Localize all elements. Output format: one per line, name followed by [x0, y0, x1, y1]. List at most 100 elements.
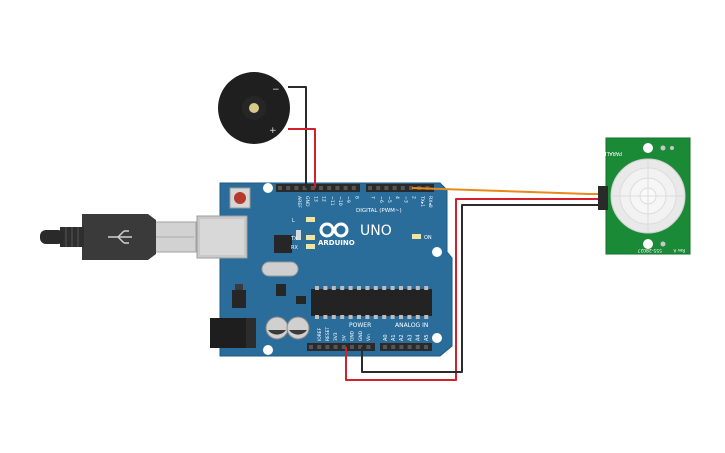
header-hole	[391, 345, 396, 349]
digital-pin-label: ~11	[329, 196, 335, 206]
chip-pin	[415, 315, 420, 319]
header-hole	[286, 186, 291, 190]
header-hole	[343, 186, 348, 190]
header-hole	[319, 186, 323, 190]
header-hole	[368, 186, 372, 190]
chip-pin	[357, 315, 361, 319]
digital-pin-label: ~3	[402, 196, 408, 203]
header-hole	[376, 186, 381, 190]
digital-pin-label: 2	[411, 196, 417, 199]
header-hole	[407, 345, 412, 349]
crystal-oscillator	[261, 261, 299, 277]
chip-pin	[390, 315, 395, 319]
wire-buzzer-pin13	[288, 128, 316, 188]
pir-header	[598, 186, 608, 210]
mounting-hole	[263, 183, 273, 193]
header-hole	[294, 186, 299, 190]
digital-pin-label: ~5	[386, 196, 392, 203]
header-hole	[392, 186, 397, 190]
capacitor	[265, 316, 289, 340]
chip-pin	[373, 286, 378, 290]
pir-sensor: PARALLAX PIR Sensor 555-28027 Rev A	[596, 137, 691, 260]
analog-pin-label: A3	[407, 334, 413, 341]
power-pin-label: 3V3	[333, 332, 339, 341]
chip-pin	[365, 286, 370, 290]
analog-pin-label: A0	[383, 334, 389, 341]
power-pin-label: 5V	[341, 335, 347, 341]
digital-pin-label: ~10	[337, 196, 343, 206]
chip-pin	[399, 315, 403, 319]
chip-pin	[323, 315, 328, 319]
digital-section-label: DIGITAL (PWM~)	[356, 208, 402, 214]
wire-buzzer-gnd	[288, 86, 307, 188]
digital-pin-label: RX◂0	[427, 196, 433, 208]
buzzer-minus-label: −	[272, 85, 280, 95]
digital-pin-label: ~9	[345, 196, 351, 203]
power-pin-label: RESET	[325, 327, 331, 341]
analog-pin-label: A1	[391, 334, 397, 341]
digital-pin-label: 8	[353, 196, 359, 199]
chip-pin	[373, 315, 378, 319]
chip-pin	[424, 315, 429, 319]
chip-pin	[340, 315, 345, 319]
atmega-chip	[311, 286, 432, 319]
analog-section-label: ANALOG IN	[395, 322, 428, 329]
chip-pin	[390, 286, 395, 290]
led-tx: TX	[290, 235, 315, 242]
header-hole	[333, 345, 338, 349]
chip-pin	[424, 286, 429, 290]
analog-pin-label: A2	[399, 334, 405, 341]
pir-rev: Rev A	[673, 248, 685, 253]
digital-pin-label: TX▸1	[419, 195, 425, 207]
pir-name: PIR Sensor	[664, 254, 688, 260]
buzzer-plus-label: +	[269, 126, 277, 136]
label-tx: TX	[290, 236, 298, 242]
chip-pin	[382, 286, 387, 290]
digital-pin-label: 4	[394, 196, 400, 199]
header-hole	[310, 186, 315, 190]
header-hole	[409, 186, 413, 190]
power-section-label: POWER	[349, 322, 371, 329]
header-hole	[400, 186, 405, 190]
header-hole	[325, 345, 330, 349]
header-hole	[309, 345, 313, 349]
chip-pin	[315, 315, 319, 319]
chip-pin	[415, 286, 420, 290]
power-pin-label: Vin	[366, 334, 372, 341]
led-rx: RX	[291, 244, 315, 251]
analog-pin-label: A5	[424, 334, 430, 341]
fresnel-lens	[610, 158, 686, 234]
header-hole	[399, 345, 404, 349]
power-pin-label: GND	[358, 330, 364, 341]
led-l: L	[292, 217, 315, 224]
label-l: L	[292, 218, 295, 224]
header-hole	[278, 186, 282, 190]
chip-pin	[340, 286, 345, 290]
chip-pin	[407, 315, 412, 319]
chip-pin	[323, 286, 328, 290]
header-hole	[358, 345, 363, 349]
piezo-buzzer: − +	[218, 72, 290, 144]
header-hole	[383, 345, 387, 349]
header-hole	[424, 345, 428, 349]
chip-pin	[348, 286, 353, 290]
usb-chip	[274, 235, 292, 253]
header-hole	[384, 186, 389, 190]
header-hole	[317, 345, 322, 349]
reset-button	[229, 187, 251, 209]
digital-pin-label: 13	[312, 196, 318, 202]
digital-pin-label: GND	[304, 196, 310, 207]
digital-pin-label: ~6	[378, 196, 384, 203]
chip-pin	[315, 286, 319, 290]
digital-pin-label: 12	[321, 196, 327, 202]
header-hole	[327, 186, 332, 190]
analog-pin-label: A4	[416, 334, 422, 341]
pir-part: 555-28027	[637, 247, 662, 253]
regulator	[232, 290, 246, 308]
arduino-uno-board: L TX RX ON ARDUINO UNO	[196, 182, 453, 357]
chip-pin	[348, 315, 353, 319]
digital-pin-label: 7	[370, 196, 376, 199]
